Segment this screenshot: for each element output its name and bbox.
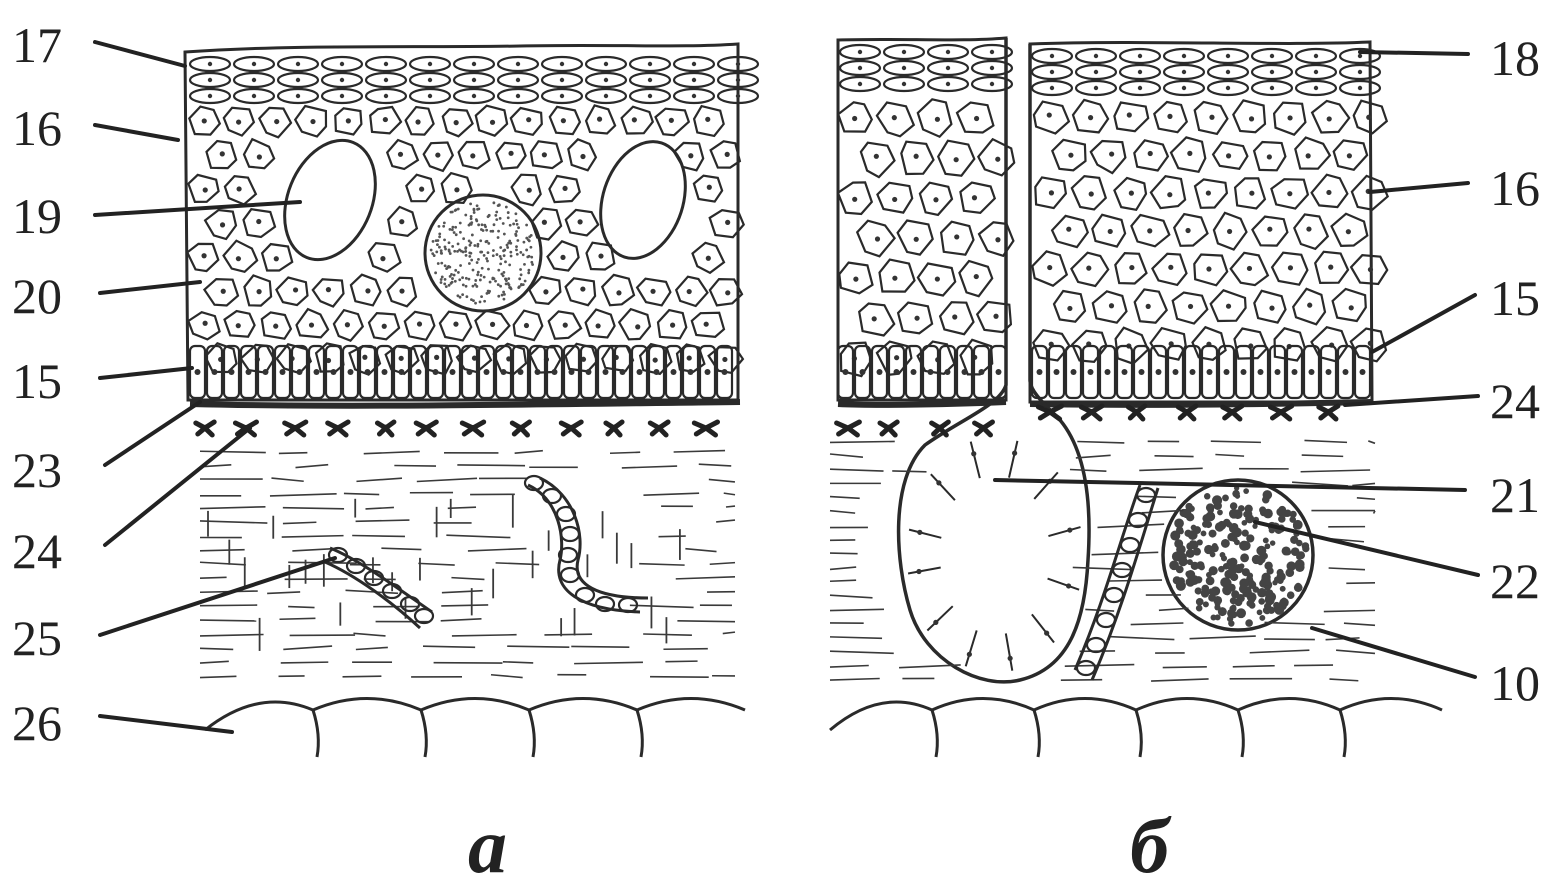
- panel-a-surface-layer: [190, 57, 758, 103]
- label-right-21: 21: [1490, 467, 1540, 523]
- label-left-17: 17: [12, 17, 62, 73]
- label-right-24: 24: [1490, 373, 1540, 429]
- label-right-16: 16: [1490, 160, 1540, 216]
- label-left-26: 26: [12, 695, 62, 751]
- panel-b-dermis-fibers: [830, 440, 1375, 681]
- panel-b: [830, 38, 1442, 757]
- panel-a-polygonal-cell-layer: [187, 105, 743, 374]
- panel-a-dermis-fibers: [200, 451, 735, 678]
- label-left-16: 16: [12, 100, 62, 156]
- panel-b-pigment-cells: [837, 406, 1338, 435]
- panel-a-granules: [430, 201, 534, 304]
- panel-b-basement-membrane-right: [1030, 402, 1372, 405]
- panel-a-mucous-cell-left: [268, 127, 392, 273]
- panel-b-caption: б: [1130, 802, 1172, 887]
- panel-b-basal-layer: [838, 346, 1370, 398]
- left-number-labels: 17 16 19 20 15 23 24 25 26: [12, 17, 62, 751]
- leader-lines-left: [95, 42, 335, 732]
- panel-b-polygonal-cell-layer: [838, 99, 1388, 376]
- panel-b-gland-epithelium: [908, 441, 1080, 671]
- panel-a: [185, 44, 758, 757]
- label-left-20: 20: [12, 268, 62, 324]
- panel-b-muscle-layer: [830, 699, 1442, 758]
- panel-b-mucous-gland: [899, 38, 1089, 682]
- label-right-22: 22: [1490, 553, 1540, 609]
- label-left-23: 23: [12, 442, 62, 498]
- label-left-19: 19: [12, 188, 62, 244]
- panel-a-muscle-layer: [205, 699, 745, 758]
- label-left-15: 15: [12, 353, 62, 409]
- panel-a-blood-vessel-right: [525, 476, 648, 612]
- panel-b-basement-membrane-left: [838, 402, 1006, 405]
- panel-b-granules: [1169, 486, 1309, 627]
- panel-a-caption: а: [468, 802, 507, 887]
- label-left-24: 24: [12, 523, 62, 579]
- panel-a-mucous-cell-right: [586, 131, 699, 270]
- panel-a-basement-membrane: [190, 402, 740, 406]
- panel-a-pigment-cells: [196, 422, 718, 435]
- panel-b-surface-layer: [840, 45, 1380, 95]
- label-left-25: 25: [12, 610, 62, 666]
- right-number-labels: 18 16 15 24 21 22 10: [1490, 30, 1540, 711]
- label-right-18: 18: [1490, 30, 1540, 86]
- label-right-10: 10: [1490, 655, 1540, 711]
- label-right-15: 15: [1490, 270, 1540, 326]
